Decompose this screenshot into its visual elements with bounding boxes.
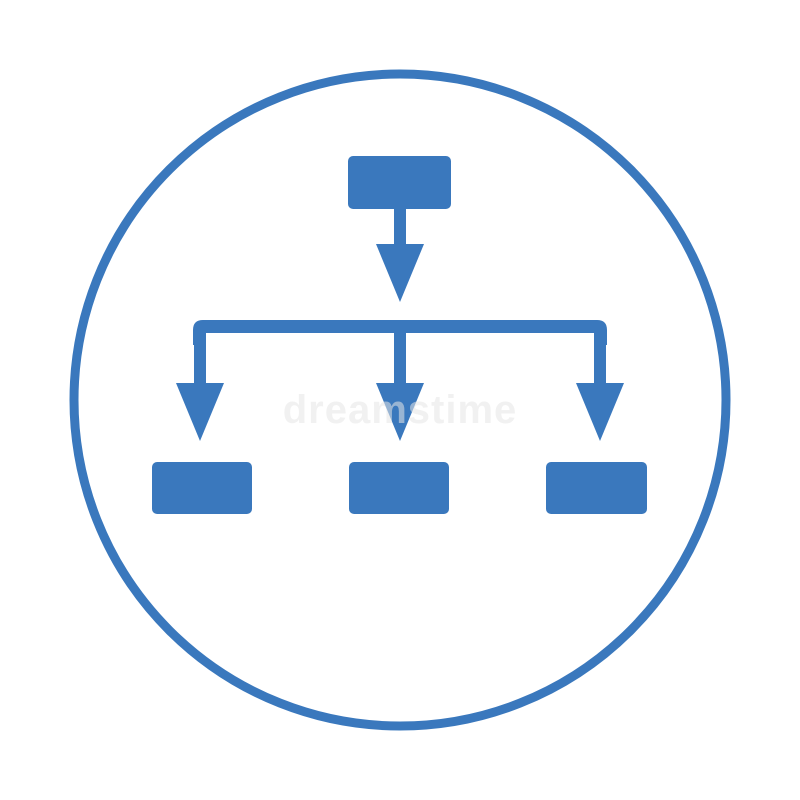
connector-right-stem <box>594 330 606 387</box>
connector-top-stem <box>394 208 406 248</box>
connector-middle-stem <box>394 330 406 387</box>
arrow-left-icon <box>176 383 224 441</box>
outer-ring <box>69 69 731 731</box>
arrow-top-icon <box>376 244 424 302</box>
node-left <box>152 462 252 514</box>
node-right <box>546 462 647 514</box>
node-middle <box>349 462 449 514</box>
arrow-middle-icon <box>376 383 424 441</box>
connector-left-stem <box>194 330 206 387</box>
node-top <box>348 156 451 209</box>
arrow-right-icon <box>576 383 624 441</box>
